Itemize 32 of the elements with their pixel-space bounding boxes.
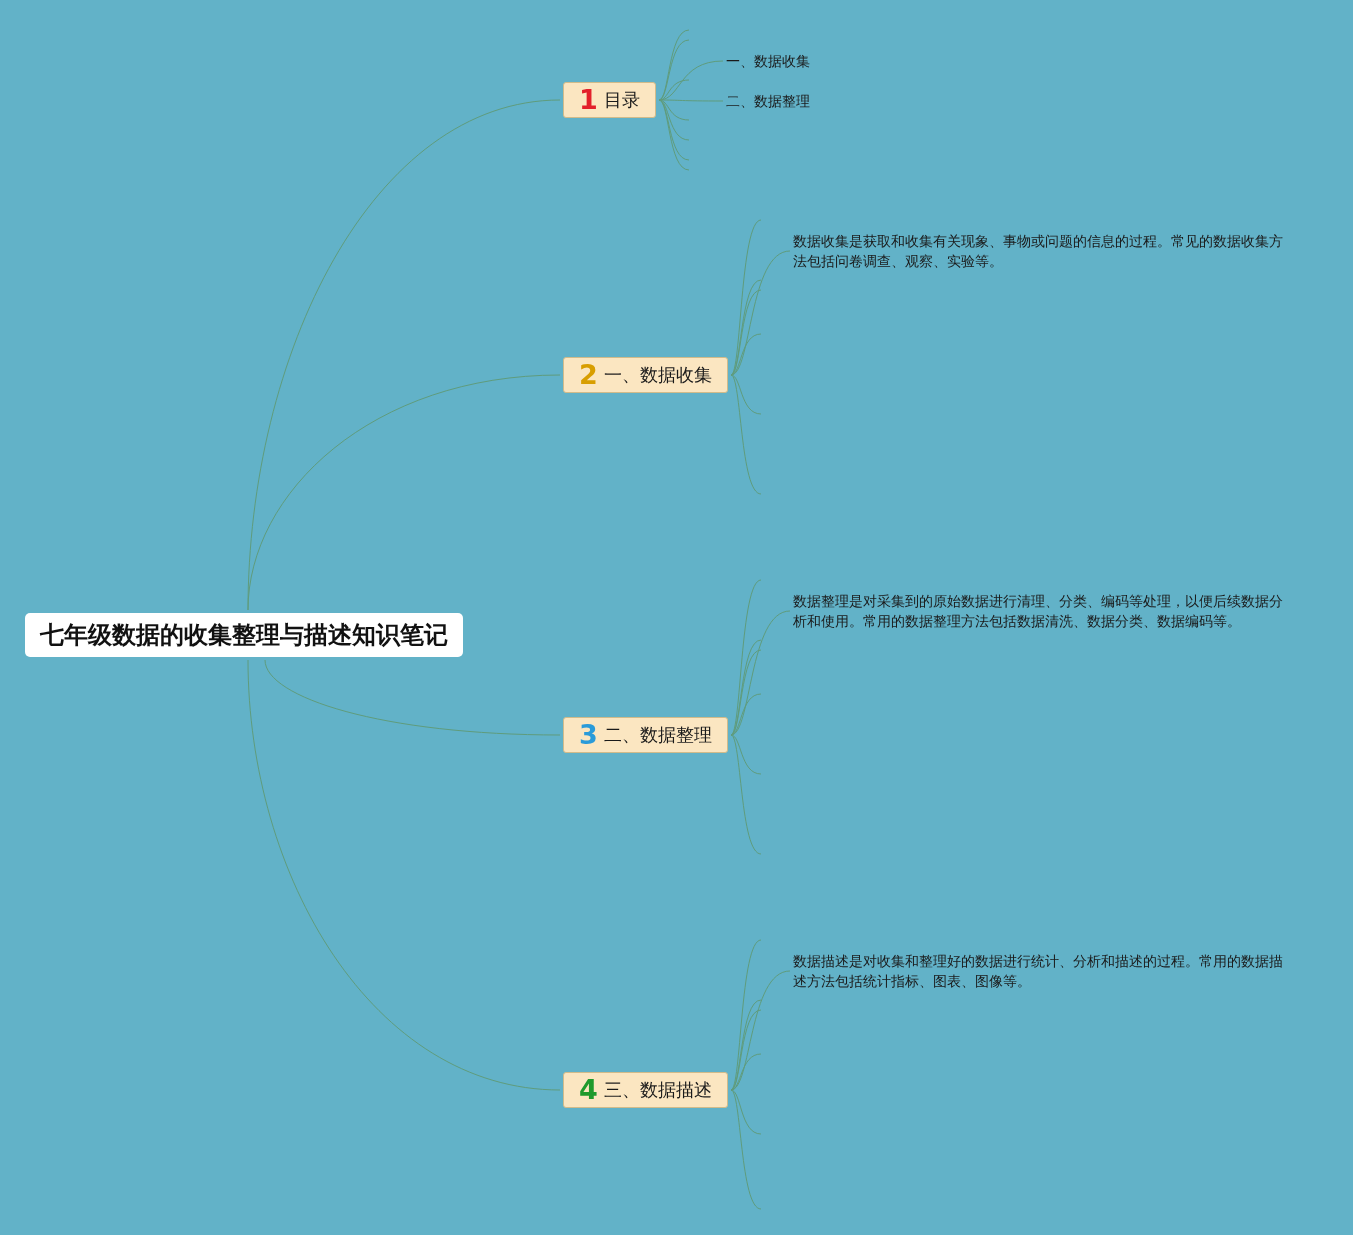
branch-line [730,1089,762,1210]
topic-label: 一、数据收集 [603,364,712,386]
subtopic-text: 二、数据整理 [726,91,810,111]
topic-box [563,717,728,753]
priority-number: 1 [579,85,598,115]
branch-line [730,374,762,495]
branch-line [730,734,762,775]
branch-line [730,374,762,415]
branch-line [658,99,690,141]
topic-box [563,82,656,118]
note-text: 数据收集是获取和收集有关现象、事物或问题的信息的过程。常见的数据收集方法包括问卷调查、观察、实验等。 [793,231,1287,271]
priority-number: 3 [579,720,598,750]
note-text: 数据描述是对收集和整理好的数据进行统计、分析和描述的过程。常用的数据描述方法包括统计指标、图表、图像等。 [793,951,1287,991]
subtopic-text: 一、数据收集 [726,51,810,71]
branch-line [658,99,724,102]
topic-label: 目录 [603,89,640,111]
central-topic-box: 七年级数据的收集整理与描述知识笔记 [25,613,463,657]
priority-number: 2 [579,360,598,390]
branch-line [730,693,762,736]
note-text: 数据整理是对采集到的原始数据进行清理、分类、编码等处理，以便后续数据分析和使用。常用的数据整理方法包括数据清洗、数据分类、数据编码等。 [793,591,1287,631]
topic-box [563,357,728,393]
branch-line [730,734,762,855]
branch-line [730,333,762,376]
branch-line [247,659,561,1091]
branch-line [730,1089,762,1135]
branch-line [730,1053,762,1091]
topic-label: 三、数据描述 [603,1079,712,1101]
branch-line [247,374,561,611]
topic-label: 二、数据整理 [603,724,712,746]
branch-line [264,659,561,736]
topic-box [563,1072,728,1108]
priority-number: 4 [579,1075,598,1105]
